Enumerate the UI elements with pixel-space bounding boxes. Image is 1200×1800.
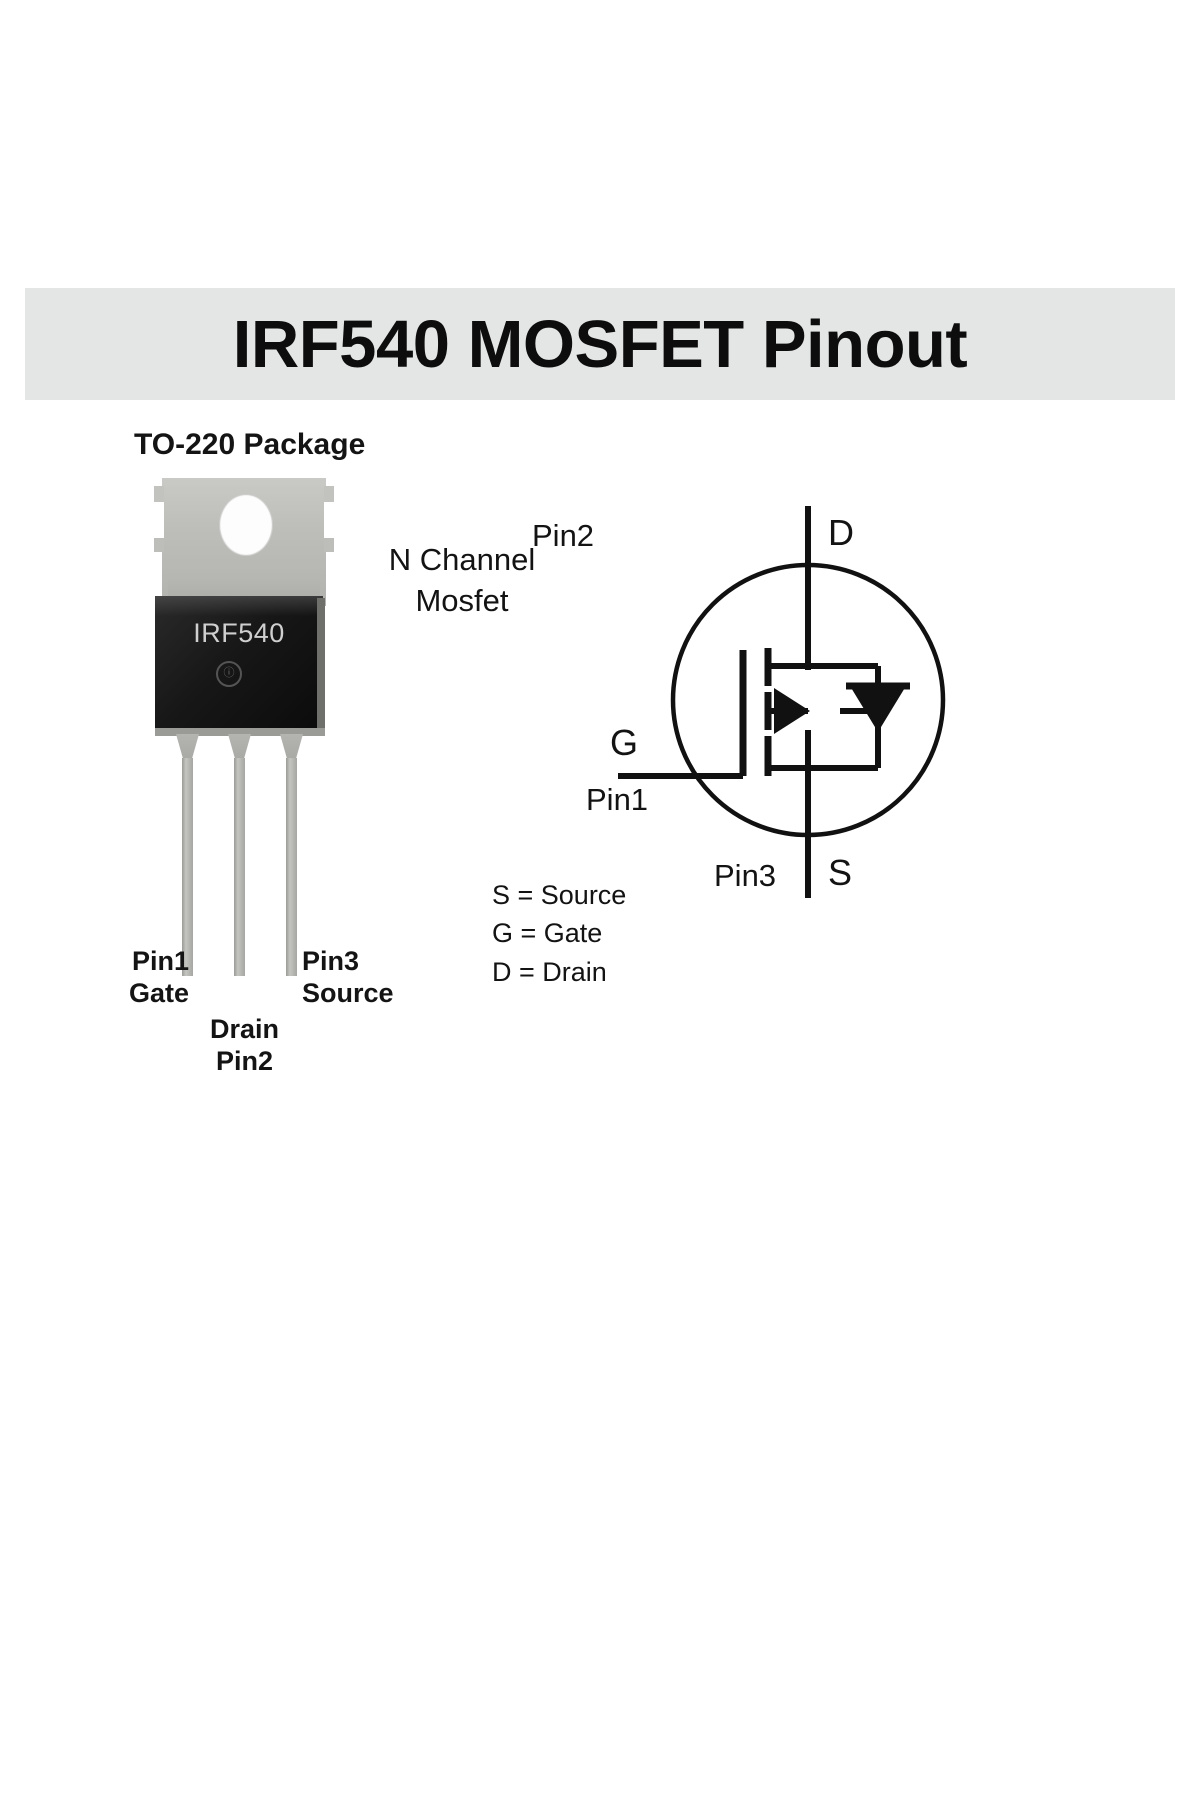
epoxy-body-highlight [155, 596, 323, 616]
mosfet-symbol-svg [618, 506, 946, 898]
to220-package-illustration: IRF540 ⓘ [146, 478, 342, 976]
epoxy-body-right-edge [317, 598, 325, 732]
epoxy-body-base [155, 728, 325, 736]
pin2-function: Drain [210, 1014, 280, 1044]
pin3-function: Source [302, 977, 394, 1008]
lead-flare-pin2 [228, 734, 251, 760]
pin3-number: Pin3 [302, 946, 360, 976]
tab-ear-right-top [324, 486, 334, 502]
lead-pin2 [234, 758, 245, 976]
mounting-hole [219, 494, 273, 556]
drain-pin-label: Pin2 [532, 518, 595, 553]
legend-item-gate: G = Gate [492, 918, 603, 949]
lead-flare-pin3 [280, 734, 303, 760]
pin3-caption: Pin3 Source [302, 946, 394, 1010]
drain-terminal-label: D [828, 512, 854, 553]
gate-terminal-label: G [610, 722, 639, 763]
terminal-legend: S = Source G = Gate D = Drain [492, 876, 626, 991]
epoxy-body [155, 596, 323, 732]
legend-item-source: S = Source [492, 880, 627, 910]
device-type-caption: N Channel Mosfet [362, 540, 562, 622]
lead-flare-pin1 [176, 734, 199, 760]
pin1-number: Pin1 [132, 946, 190, 976]
source-pin-label: Pin3 [714, 858, 777, 893]
tab-ear-left-bottom [154, 538, 164, 552]
tab-notch-right [324, 502, 334, 538]
page-title: IRF540 MOSFET Pinout [232, 306, 968, 382]
body-diode-triangle-icon [850, 686, 906, 732]
mosfet-schematic-symbol: Pin2 D G Pin1 Pin3 S [532, 500, 998, 920]
lead-pin3 [286, 758, 297, 976]
tab-ear-right-bottom [324, 538, 334, 552]
tab-notch-left [154, 502, 164, 538]
device-type-line1: N Channel [388, 542, 536, 577]
pin1-function: Gate [129, 977, 190, 1008]
legend-item-drain: D = Drain [492, 956, 607, 987]
pin1-caption: Pin1 Gate [129, 946, 189, 1010]
title-banner: IRF540 MOSFET Pinout [25, 288, 1175, 400]
channel-arrow-icon [774, 688, 810, 734]
package-label: TO-220 Package [134, 428, 366, 461]
part-marking-text: IRF540 [193, 618, 285, 648]
pin2-number: Pin2 [216, 1045, 274, 1076]
device-type-line2: Mosfet [415, 582, 509, 618]
source-terminal-label: S [828, 852, 853, 893]
lead-pin1 [182, 758, 193, 976]
gate-pin-label: Pin1 [586, 782, 649, 817]
pin2-caption: Drain Pin2 [210, 1014, 279, 1078]
manufacturer-logo-icon: ⓘ [216, 661, 242, 687]
tab-ear-left-top [154, 486, 164, 502]
